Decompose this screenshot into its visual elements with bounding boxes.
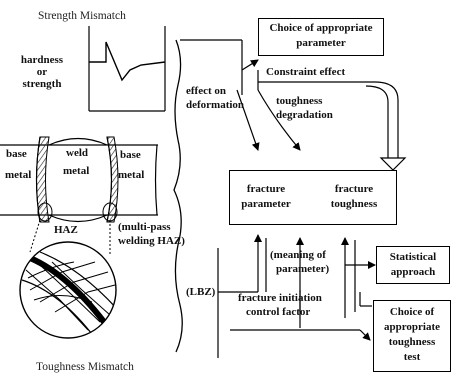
strength-plot [88,26,166,112]
constraint-effect-label: Constraint effect [266,66,346,78]
toughness-mismatch-title: Toughness Mismatch [36,361,134,373]
statistical-line1: Statistical [389,251,437,263]
base-metal-right-line2: metal [118,169,145,181]
meaning-line2: parameter) [276,263,330,275]
fracture-toughness-line2: toughness [330,198,378,210]
fracture-parameter-line1: fracture [246,183,286,195]
choice-test-line4: test [403,351,421,363]
hardness-text: hardness [20,54,64,66]
hardness-strength-label: hardness or strength [2,54,82,90]
fracture-box: fracture parameter fracture toughness [229,170,397,225]
strength-mismatch-title: Strength Mismatch [38,10,126,22]
left-brace [173,39,183,353]
choice-test-line3: toughness [388,336,436,348]
strength-text: strength [22,78,62,90]
haz-label: HAZ [54,224,78,236]
or-text: or [36,66,48,78]
weld-cross-section [0,136,158,223]
effect-on-line1: effect on [186,85,227,97]
fracture-toughness-line1: fracture [334,183,374,195]
toughness-degradation-line2: degradation [276,109,333,121]
base-metal-left-line2: metal [5,169,32,181]
statistical-approach-box: Statistical approach [376,246,450,284]
weld-metal-line1: weld [66,147,88,159]
lbz-label: (LBZ) [186,286,216,298]
choice-parameter-line2: parameter [296,37,346,49]
choice-parameter-line1: Choice of appropriate [269,22,373,34]
base-metal-left-line1: base [6,148,27,160]
choice-test-line2: appropriate [383,321,441,333]
initiation-line2: control factor [246,306,311,318]
initiation-line1: fracture initiation [238,292,322,304]
toughness-degradation-line1: toughness [276,95,323,107]
choice-test-line1: Choice of [389,306,435,318]
statistical-line2: approach [390,266,436,278]
fracture-parameter-line2: parameter [241,198,291,210]
multipass-haz-line1: (multi-pass [118,221,171,233]
choice-parameter-box: Choice of appropriate parameter [258,18,384,56]
multipass-haz-line2: welding HAZ) [118,235,185,247]
effect-on-line2: deformation [186,99,245,111]
weld-metal-line2: metal [63,165,90,177]
haz-magnified-view [19,219,117,339]
choice-test-box: Choice of appropriate toughness test [373,300,451,372]
meaning-line1: (meaning of [270,249,326,261]
base-metal-right-line1: base [120,149,141,161]
